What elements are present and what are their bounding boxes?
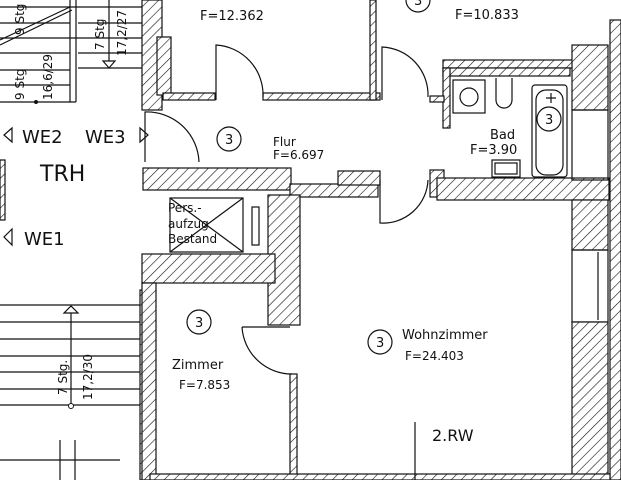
door-swing bbox=[144, 111, 200, 163]
room-area: F=3.90 bbox=[470, 143, 517, 158]
wall bbox=[571, 44, 609, 111]
elevator-label: Bestand bbox=[168, 232, 217, 246]
room-flur: 3 Flur F=6.697 bbox=[216, 126, 324, 162]
wall bbox=[0, 159, 6, 221]
wall bbox=[429, 95, 445, 103]
wall bbox=[149, 473, 611, 480]
room-name: Bad bbox=[490, 128, 515, 143]
room-name: Wohnzimmer bbox=[402, 328, 488, 343]
washing-machine-icon bbox=[452, 79, 486, 114]
wall bbox=[142, 167, 292, 191]
stair-count-label: 7 Stg. bbox=[56, 360, 70, 395]
room-name: Flur bbox=[273, 135, 296, 149]
wall bbox=[571, 321, 609, 480]
sink-icon bbox=[491, 159, 521, 178]
room-marker: 3 bbox=[545, 113, 553, 128]
arrow-marker bbox=[139, 126, 149, 144]
room-top-right: 3 F=10.833 bbox=[405, 0, 519, 23]
door-swing bbox=[215, 44, 264, 100]
room-zimmer: 3 Zimmer F=7.853 bbox=[172, 309, 230, 392]
elevator-label: aufzug bbox=[168, 217, 209, 231]
wall bbox=[369, 0, 377, 101]
stair-count-label: 7 Stg bbox=[93, 19, 107, 50]
door-swing bbox=[241, 326, 293, 375]
wall bbox=[442, 59, 576, 69]
wall bbox=[442, 67, 571, 77]
room-name: Zimmer bbox=[172, 358, 224, 373]
room-area: F=6.697 bbox=[273, 148, 324, 162]
lower-staircase bbox=[0, 304, 140, 480]
room-wohnzimmer: 3 Wohnzimmer F=24.403 bbox=[367, 328, 488, 363]
arrow-marker bbox=[3, 227, 13, 247]
stair-ratio-label: 17,2/27 bbox=[115, 10, 129, 56]
room-marker: 3 bbox=[414, 0, 422, 9]
room-area: F=12.362 bbox=[200, 9, 264, 24]
arrow-marker bbox=[3, 126, 13, 144]
room-marker: 3 bbox=[225, 133, 233, 148]
room-area: F=24.403 bbox=[405, 349, 464, 363]
wall bbox=[609, 19, 621, 480]
wall bbox=[141, 253, 276, 284]
room-bad: 3 Bad F=3.90 bbox=[470, 106, 562, 158]
wall bbox=[262, 92, 381, 101]
room-top-left: F=12.362 bbox=[200, 9, 264, 24]
we2-label: WE2 bbox=[22, 127, 63, 148]
wall bbox=[571, 199, 609, 251]
wall bbox=[289, 373, 298, 480]
room-marker: 3 bbox=[195, 316, 203, 331]
we3-label: WE3 bbox=[85, 127, 126, 148]
wall bbox=[156, 36, 172, 96]
window bbox=[571, 109, 609, 181]
upper-staircase bbox=[0, 0, 143, 104]
door-swing bbox=[381, 46, 429, 100]
bathtub-icon bbox=[531, 84, 568, 178]
section-label: 2.RW bbox=[432, 426, 474, 445]
wall bbox=[141, 282, 157, 480]
stair-count-label: 9 Stg bbox=[13, 4, 27, 35]
wall bbox=[337, 170, 381, 186]
we1-label: WE1 bbox=[24, 229, 65, 250]
toilet-icon bbox=[495, 78, 513, 109]
stair-ratio-label: 16,6/29 bbox=[41, 54, 55, 100]
window bbox=[571, 249, 609, 323]
room-area: F=10.833 bbox=[455, 8, 519, 23]
wall bbox=[436, 177, 610, 201]
trh-label: TRH bbox=[39, 162, 85, 187]
room-area: F=7.853 bbox=[179, 378, 230, 392]
stair-count-label: 9 Stg bbox=[13, 69, 27, 100]
elevator-label: Pers.- bbox=[168, 201, 202, 215]
wall bbox=[289, 183, 379, 198]
room-marker: 3 bbox=[376, 336, 384, 351]
stair-ratio-label: 17,2/30 bbox=[81, 354, 95, 400]
wall bbox=[162, 92, 216, 101]
door-swing bbox=[379, 179, 429, 224]
